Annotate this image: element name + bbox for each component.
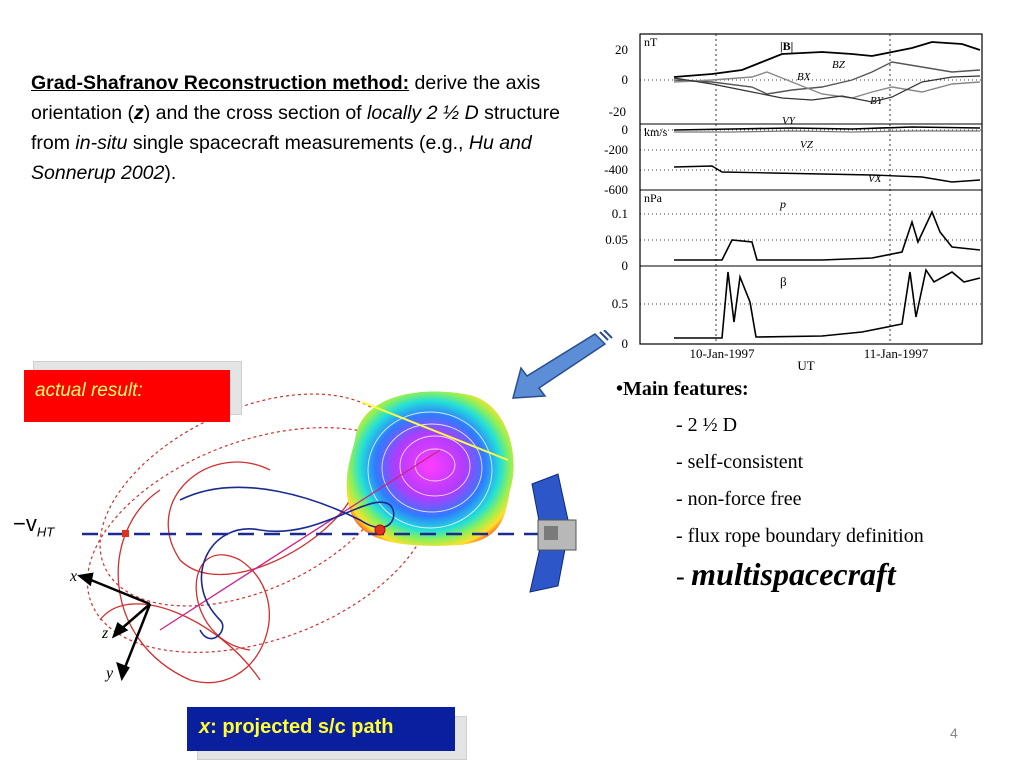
panel2-label-vx: VX [868,173,883,185]
panel2-label-vy: VY [782,115,797,127]
panel1-tick: 20 [615,42,628,57]
actual-result-label: actual result: [24,370,230,422]
list-item: - non-force free [676,488,802,510]
panel2-tick: 0 [622,122,629,137]
list-item-multispacecraft: - multispacecraft [676,556,896,592]
panel2-unit: km/s [644,125,668,139]
axis-y-label: y [104,665,114,682]
page-number: 4 [950,725,958,741]
panel4-label-beta: β [780,274,787,289]
intro-paragraph: Grad-Shafranov Reconstruction method: de… [31,72,560,184]
main-features: •Main features: - 2 ½ D - self-consisten… [616,378,1016,596]
axis-z-label: z [101,625,109,642]
panel2-tick: -400 [604,162,628,177]
panel3-unit: nPa [644,191,663,205]
features-heading: •Main features: [616,378,749,400]
panel3-label-p: p [779,197,786,211]
spacecraft-icon [529,473,577,593]
panel1-tick: 0 [622,72,629,87]
list-item: - flux rope boundary definition [676,525,924,547]
panel2-label-vz: VZ [800,139,814,151]
panel2-tick: -200 [604,142,628,157]
features-list: - 2 ½ D - self-consistent - non-force fr… [616,413,1016,596]
panel1-tick: -20 [609,104,626,119]
panel4-tick: 0.5 [612,296,628,311]
arrow-icon [512,330,613,399]
panel3-tick: 0.05 [605,232,628,247]
vht-label: −vHT [13,511,55,540]
panel4-tick: 0 [622,336,629,351]
x-axis-label: UT [797,358,814,372]
list-item: - 2 ½ D [676,414,738,436]
panel1-unit: nT [644,35,658,49]
panel3-tick: 0 [622,258,629,273]
panel3-tick: 0.1 [612,206,628,221]
method-title: Grad-Shafranov Reconstruction method: [31,72,410,94]
projected-path-label: x: projected s/c path [187,707,455,751]
panel1-label-bx: BX [797,71,812,83]
axis-x-label: x [69,568,77,585]
list-item: - self-consistent [676,451,804,473]
time-series-plot: nT 20 0 -20 |B| BZ BX BY km/s 0 -200 -40… [604,33,983,372]
x-tick: 11-Jan-1997 [864,346,929,361]
reconstruction-diagram: x z y [69,391,577,684]
panel1-label-b: |B| [780,39,793,53]
panel1-label-bz: BZ [832,59,846,71]
panel2-tick: -600 [604,182,628,197]
x-tick: 10-Jan-1997 [690,346,755,361]
reference: Hu and Sonnerup 2002 [31,132,532,184]
